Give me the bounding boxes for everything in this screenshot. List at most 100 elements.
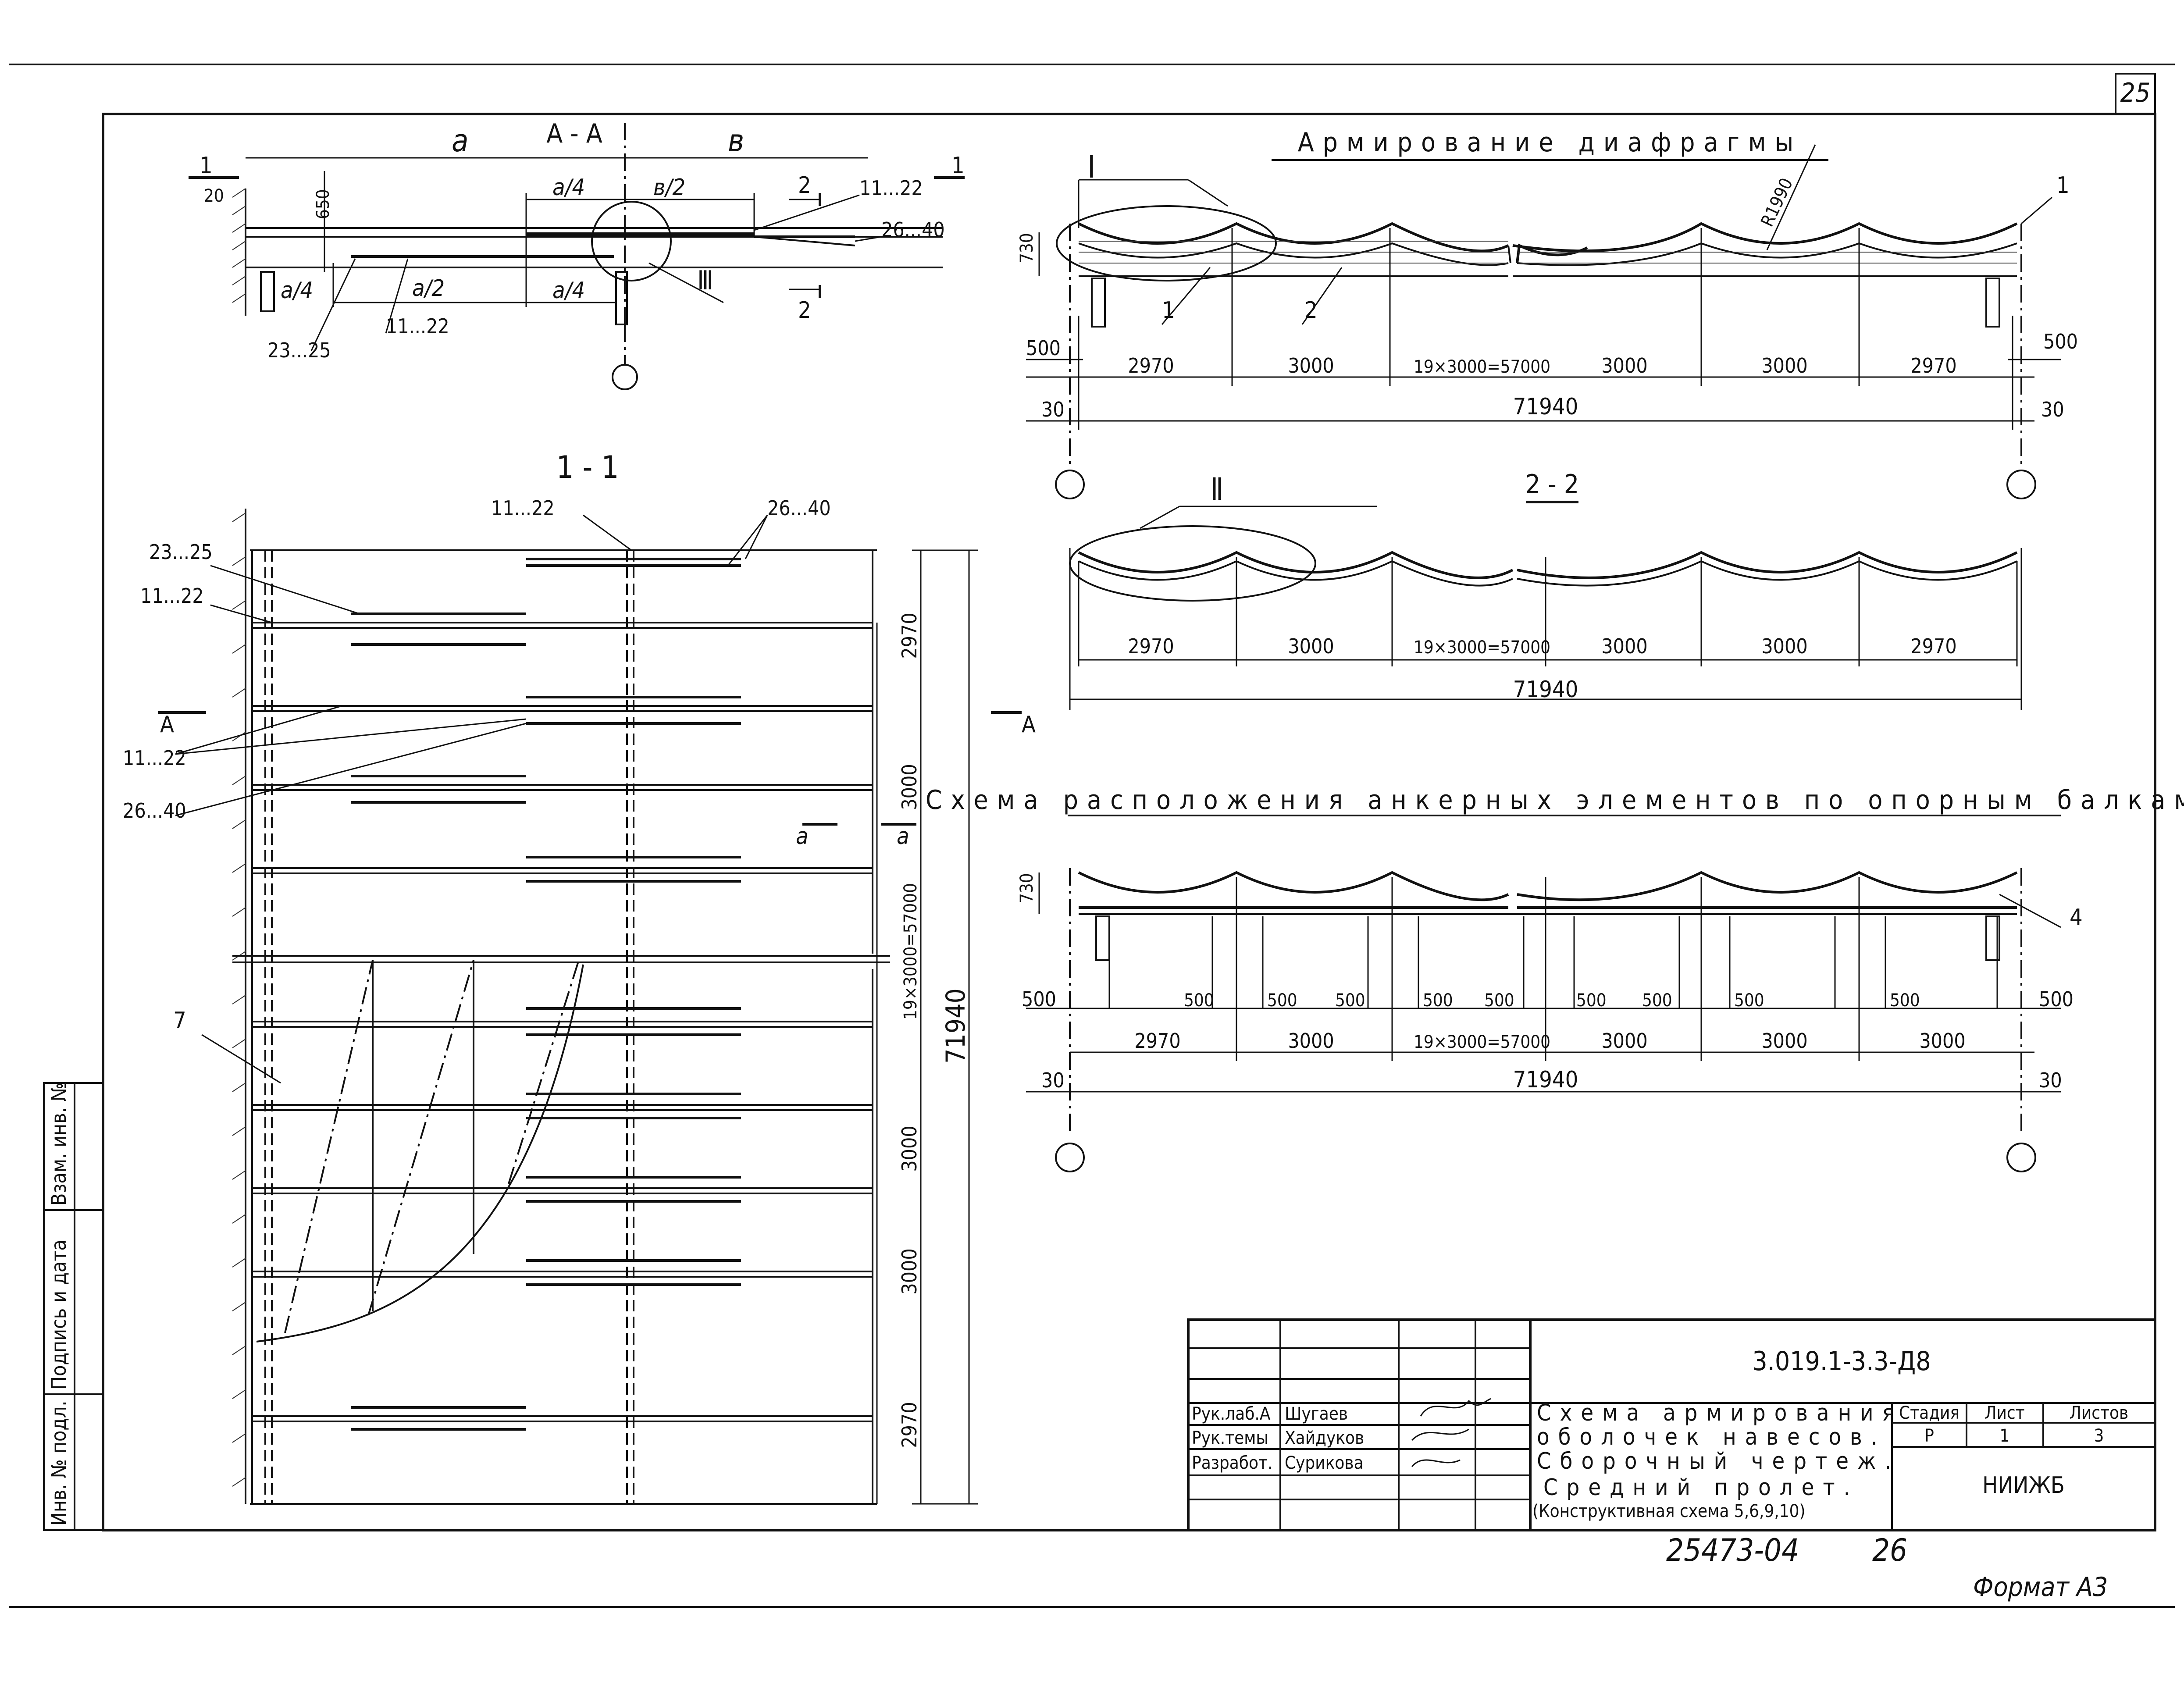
- section-22: [1069, 501, 2022, 710]
- role-1: Рук.лаб.А: [1192, 1404, 1271, 1424]
- stage-label: Стадия: [1899, 1403, 1960, 1423]
- aa-cut-1-left: 1: [200, 153, 213, 179]
- s11-ref-7: 7: [173, 1008, 186, 1034]
- s11-cut-a-right: А: [1022, 712, 1036, 738]
- name-3: Сурикова: [1285, 1453, 1364, 1473]
- aa-a-half: а/2: [412, 275, 445, 302]
- title-line-4: Средний пролет.: [1543, 1474, 1859, 1501]
- anchor-title: Схема расположения анкерных элементов по…: [926, 785, 2184, 816]
- anchor-scheme: [1026, 815, 2061, 1172]
- anchor-dim-500-right: 500: [2039, 987, 2074, 1011]
- anchor-ref-4: 4: [2070, 905, 2083, 931]
- format-label: Формат А3: [1973, 1572, 2108, 1603]
- diaphragm-ref-1-left: 1: [1162, 297, 1175, 324]
- archive-page: 26: [1872, 1532, 1907, 1568]
- aa-cut-1-right: 1: [951, 153, 965, 179]
- anchor-dim-30-left: 30: [1041, 1068, 1065, 1092]
- title-line-1: Схема армирования: [1537, 1400, 1903, 1426]
- anchor-small-500-3: 500: [1335, 990, 1365, 1011]
- s22-span-5: 3000: [1761, 634, 1807, 658]
- anchor-small-500-2: 500: [1267, 990, 1297, 1011]
- s11-cut-small-a-left: а: [796, 823, 809, 850]
- stamp-inv-replace: Взам. инв. №: [47, 1083, 71, 1206]
- anchor-small-500-7: 500: [1642, 990, 1672, 1011]
- anchor-span-3: 19×3000=57000: [1414, 1032, 1550, 1052]
- stamp-sign-date: Подпись и дата: [47, 1239, 71, 1390]
- title-block: [1187, 1318, 2156, 1531]
- s11-ref-11-22-top: 11...22: [491, 496, 555, 520]
- diaphragm-dim-30-right: 30: [2041, 398, 2064, 421]
- s11-dim-4: 3000: [898, 1125, 921, 1172]
- s22-span-6: 2970: [1910, 634, 1956, 658]
- anchor-small-500-1: 500: [1184, 990, 1214, 1011]
- stamp-inv-orig: Инв. № подл.: [47, 1401, 71, 1526]
- diaphragm-span-1: 2970: [1128, 354, 1174, 377]
- diaphragm-ref-2: 2: [1304, 297, 1318, 324]
- s11-cut-a-left: А: [160, 712, 174, 738]
- s11-ref-26-40-top: 26...40: [767, 496, 831, 520]
- title-line-2: оболочек навесов.: [1537, 1424, 1886, 1450]
- s22-mark-ii: Ⅱ: [1210, 471, 1224, 507]
- sheet-label: Лист: [1984, 1403, 2024, 1423]
- s22-span-2: 3000: [1288, 634, 1334, 658]
- anchor-dim-730: 730: [1017, 873, 1037, 903]
- s11-dim-2: 3000: [898, 764, 921, 810]
- diaphragm-span-4: 3000: [1601, 354, 1647, 377]
- role-2: Рук.темы: [1192, 1428, 1268, 1448]
- aa-a-quarter-right: а/4: [552, 278, 585, 304]
- diaphragm-reinforcement: [1026, 144, 2061, 499]
- diaphragm-dim-500-left: 500: [1026, 336, 1061, 360]
- role-3: Разработ.: [1192, 1453, 1272, 1473]
- s22-span-4: 3000: [1601, 634, 1647, 658]
- diaphragm-dim-30-left: 30: [1041, 398, 1065, 421]
- side-stamp: Инв. № подл. Подпись и дата Взам. инв. №: [43, 1082, 104, 1531]
- diaphragm-dim-730: 730: [1017, 233, 1037, 263]
- aa-ref-26-40: 26...40: [881, 218, 945, 242]
- s22-title: 2 - 2: [1525, 469, 1579, 500]
- diaphragm-mark-i: I: [1087, 149, 1096, 185]
- diaphragm-span-2: 3000: [1288, 354, 1334, 377]
- s22-span-3: 19×3000=57000: [1414, 637, 1550, 658]
- diaphragm-radius: R1990: [1757, 175, 1797, 230]
- org-name: НИИЖБ: [1982, 1472, 2065, 1499]
- s11-ref-11-22-a: 11...22: [140, 584, 204, 608]
- anchor-span-5: 3000: [1761, 1029, 1807, 1053]
- anchor-span-2: 3000: [1288, 1029, 1334, 1053]
- anchor-small-500-6: 500: [1576, 990, 1607, 1011]
- aa-dim-650: 650: [313, 189, 333, 219]
- s11-ref-26-40: 26...40: [123, 799, 186, 823]
- diaphragm-span-6: 2970: [1910, 354, 1956, 377]
- archive-number: 25473-04: [1666, 1532, 1799, 1568]
- aa-title: А - А: [546, 118, 602, 149]
- name-1: Шугаев: [1285, 1404, 1348, 1424]
- anchor-span-6: 3000: [1919, 1029, 1965, 1053]
- aa-ref-11-22-top: 11...22: [859, 176, 923, 200]
- stage-value: Р: [1924, 1426, 1934, 1446]
- anchor-dim-500-left: 500: [1022, 987, 1056, 1011]
- doc-code: 3.019.1-3.3-Д8: [1752, 1346, 1931, 1377]
- section-11: [158, 509, 1022, 1505]
- aa-label-a: а: [452, 123, 469, 159]
- anchor-span-4: 3000: [1601, 1029, 1647, 1053]
- s11-cut-small-a-right: а: [897, 823, 909, 850]
- anchor-small-500-9: 500: [1890, 990, 1920, 1011]
- aa-cut-2-top: 2: [798, 172, 811, 199]
- aa-cut-2-bottom: 2: [798, 297, 811, 324]
- page-number: 25: [2120, 78, 2151, 108]
- aa-dim-20: 20: [204, 186, 224, 206]
- anchor-small-500-8: 500: [1734, 990, 1764, 1011]
- aa-a-quarter-left: а/4: [281, 278, 313, 304]
- sheet-frame: [9, 64, 2175, 1608]
- name-2: Хайдуков: [1285, 1428, 1364, 1448]
- anchor-dim-30-right: 30: [2039, 1068, 2062, 1092]
- s11-dim-3: 19×3000=57000: [901, 883, 921, 1020]
- diaphragm-ref-1-right: 1: [2056, 172, 2070, 199]
- s11-title: 1 - 1: [556, 449, 619, 485]
- s11-overall: 71940: [941, 988, 971, 1064]
- diaphragm-overall: 71940: [1513, 394, 1578, 420]
- diaphragm-span-3: 19×3000=57000: [1414, 357, 1550, 377]
- sheets-value: 3: [2094, 1426, 2104, 1446]
- aa-a-quarter-top: а/4: [552, 174, 585, 201]
- s11-dim-6: 2970: [898, 1402, 921, 1448]
